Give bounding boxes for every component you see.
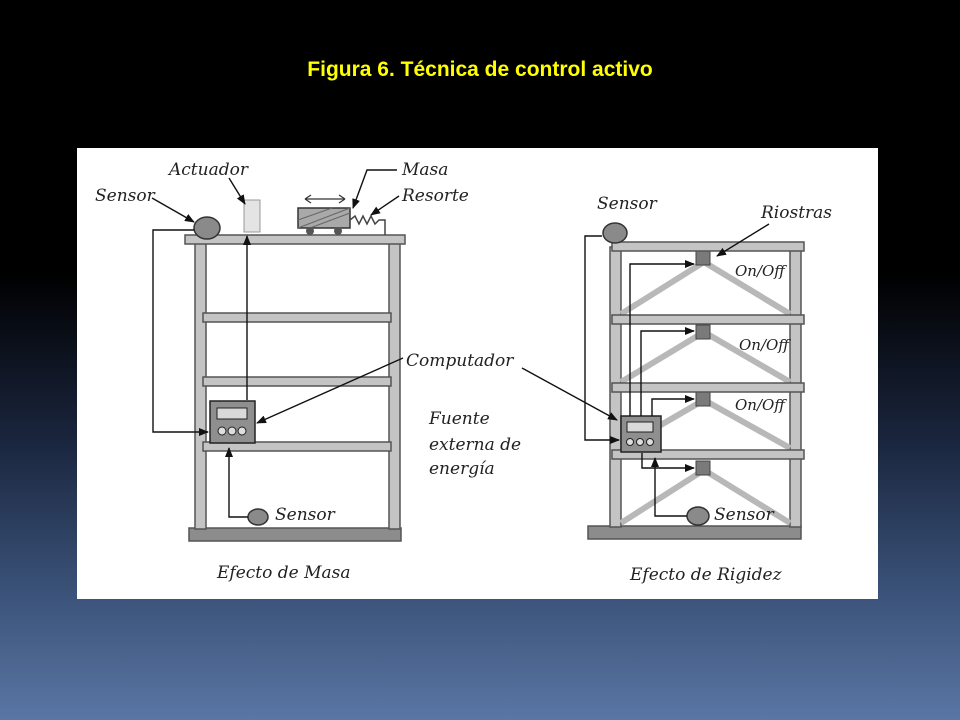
right-floor-roof	[611, 241, 805, 252]
mass-cart	[297, 194, 351, 235]
label-riostras: Riostras	[760, 203, 832, 223]
damper-2	[695, 324, 711, 340]
left-floor-1	[202, 441, 392, 452]
caption-efecto-rigidez: Efecto de Rigidez	[629, 565, 783, 585]
caption-efecto-masa: Efecto de Masa	[216, 563, 351, 583]
left-floor-3	[202, 312, 392, 323]
damper-1	[695, 250, 711, 266]
right-wire-damper-1	[629, 260, 695, 416]
arrow-sensor-label	[151, 197, 195, 223]
label-fuente-2: externa de	[429, 435, 521, 455]
arrow-actuator-label	[228, 177, 246, 205]
left-sensor-bottom	[247, 508, 269, 526]
stiffness-effect-building	[521, 222, 805, 540]
label-sensor-left-bottom: Sensor	[275, 505, 336, 525]
right-wire-damper-2	[640, 327, 695, 416]
arrow-resorte-label	[370, 195, 400, 216]
actuator	[243, 199, 261, 233]
left-wire-sensor-bottom	[225, 447, 248, 518]
damper-4	[695, 460, 711, 476]
arrow-computer-left	[256, 357, 404, 424]
right-wire-damper-4	[641, 453, 695, 472]
left-sensor-top	[193, 216, 221, 240]
right-floor-3	[611, 314, 805, 325]
label-sensor-right-top: Sensor	[597, 194, 658, 214]
arrow-computer-right	[521, 367, 618, 421]
spring	[349, 214, 386, 235]
right-computer	[620, 415, 662, 453]
right-floor-1	[611, 449, 805, 460]
right-wire-sensor-top	[584, 235, 620, 444]
right-wire-damper-3	[651, 395, 695, 416]
label-masa: Masa	[401, 160, 448, 180]
label-sensor-right-bottom: Sensor	[714, 505, 775, 525]
right-sensor-top	[602, 222, 628, 244]
arrow-riostras-label	[716, 223, 770, 257]
left-base	[188, 527, 402, 542]
label-fuente-3: energía	[429, 459, 495, 479]
left-floor-roof	[184, 234, 406, 245]
label-computador: Computador	[406, 351, 514, 371]
label-sensor-left-top: Sensor	[95, 186, 156, 206]
damper-3	[695, 391, 711, 407]
active-control-figure: Actuador Masa Resorte Sensor Computador …	[77, 148, 878, 599]
left-floor-2	[202, 376, 392, 387]
arrow-masa-label	[352, 169, 397, 209]
left-wire-sensor-top	[152, 229, 209, 436]
label-onoff-3: On/Off	[735, 396, 787, 414]
label-onoff-2: On/Off	[739, 336, 791, 354]
label-actuador: Actuador	[167, 160, 249, 180]
label-resorte: Resorte	[401, 186, 469, 206]
right-wire-sensor-bottom	[651, 457, 687, 517]
right-floor-2	[611, 382, 805, 393]
diagram-svg: Actuador Masa Resorte Sensor Computador …	[95, 160, 832, 585]
right-base	[587, 525, 802, 540]
left-computer	[209, 400, 256, 444]
label-onoff-1: On/Off	[735, 262, 787, 280]
slide-title: Figura 6. Técnica de control activo	[307, 58, 653, 81]
mass-effect-building	[151, 169, 406, 542]
right-sensor-bottom	[686, 506, 710, 526]
label-fuente-1: Fuente	[428, 409, 490, 429]
